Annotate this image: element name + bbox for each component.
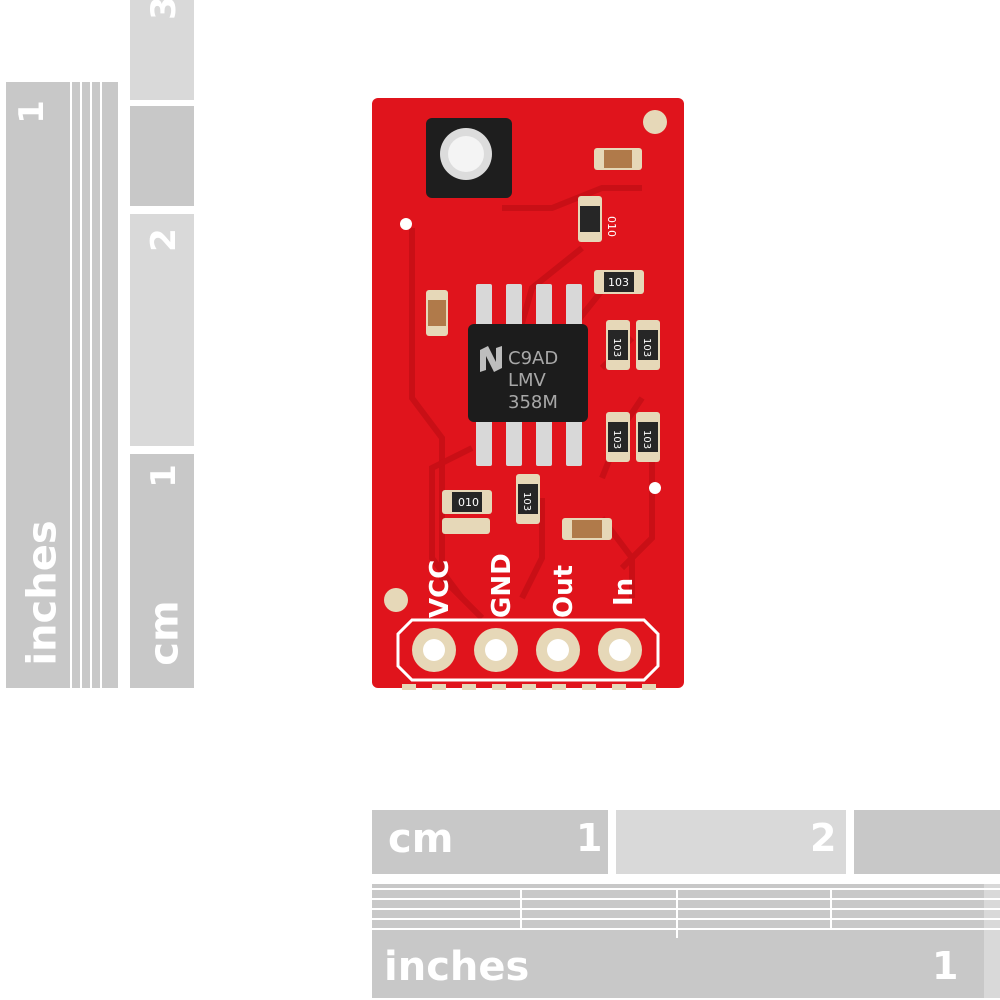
ic-logo xyxy=(480,346,502,372)
pin-label-vcc: VCC xyxy=(425,560,455,618)
inches-label: inches xyxy=(19,520,66,666)
mount-hole-top xyxy=(643,110,667,134)
left-ruler: 1 inches 3 2 1 cm xyxy=(0,0,200,690)
ic-text-line2: LMV xyxy=(508,370,547,391)
resistor-7 xyxy=(516,474,540,524)
ic-pins xyxy=(476,284,582,466)
bottom-ruler: cm 1 2 inches 1 xyxy=(370,806,1000,1000)
resistor-2 xyxy=(594,270,644,294)
inches-number-bottom: 1 xyxy=(932,944,959,988)
inches-strip-bottom-end xyxy=(984,884,1000,998)
resistor-code-6: 103 xyxy=(641,430,652,449)
inches-strip xyxy=(6,82,118,688)
resistor-code-4: 103 xyxy=(641,338,652,357)
cm-strip-b xyxy=(616,810,846,874)
resistor-code-7: 103 xyxy=(521,492,532,511)
resistor-4 xyxy=(636,320,660,370)
inches-strip-bottom xyxy=(372,884,984,998)
resistor-code-5: 103 xyxy=(611,430,622,449)
ic-text-line1: C9AD xyxy=(508,348,558,369)
pin-label-in: In xyxy=(609,578,639,606)
pcb-board: 010 103 103 103 103 103 103 010 xyxy=(372,98,684,690)
resistor-1 xyxy=(578,196,602,242)
cm-strip-c xyxy=(854,810,1000,874)
inches-label-bottom: inches xyxy=(384,944,530,990)
cm-number-bottom-1: 1 xyxy=(576,816,603,860)
ic-text-line3: 358M xyxy=(508,392,558,413)
resistor-5 xyxy=(606,412,630,462)
cm-strip-a xyxy=(372,810,608,874)
smd-pad-small xyxy=(442,518,490,534)
cm-label-bottom: cm xyxy=(388,816,454,862)
cm-strip-seg2 xyxy=(130,214,194,446)
cm-number-1: 1 xyxy=(143,464,184,488)
resistor-8 xyxy=(442,490,492,514)
resistor-6 xyxy=(636,412,660,462)
cm-strip-seg1 xyxy=(130,106,194,206)
resistor-code-3: 103 xyxy=(611,338,622,357)
edge-castellations xyxy=(402,684,656,690)
mount-hole-bottom xyxy=(384,588,408,612)
resistor-code-8: 010 xyxy=(458,496,479,509)
cm-label: cm xyxy=(141,600,188,666)
inches-number: 1 xyxy=(11,100,52,124)
resistor-code-2: 103 xyxy=(608,276,629,289)
header-pads xyxy=(412,628,642,672)
cm-number-2: 2 xyxy=(143,228,184,252)
cm-number-bottom-2: 2 xyxy=(810,816,837,860)
pin-label-out: Out xyxy=(549,565,579,618)
resistor-code-1: 010 xyxy=(605,216,618,237)
inches-tick-area xyxy=(66,0,118,688)
cm-strip-top xyxy=(130,0,194,100)
header-outline xyxy=(396,618,660,682)
resistor-3 xyxy=(606,320,630,370)
cm-number-3: 3 xyxy=(143,0,184,20)
cm-strip-seg3 xyxy=(130,454,194,688)
pin-label-gnd: GND xyxy=(487,553,517,618)
